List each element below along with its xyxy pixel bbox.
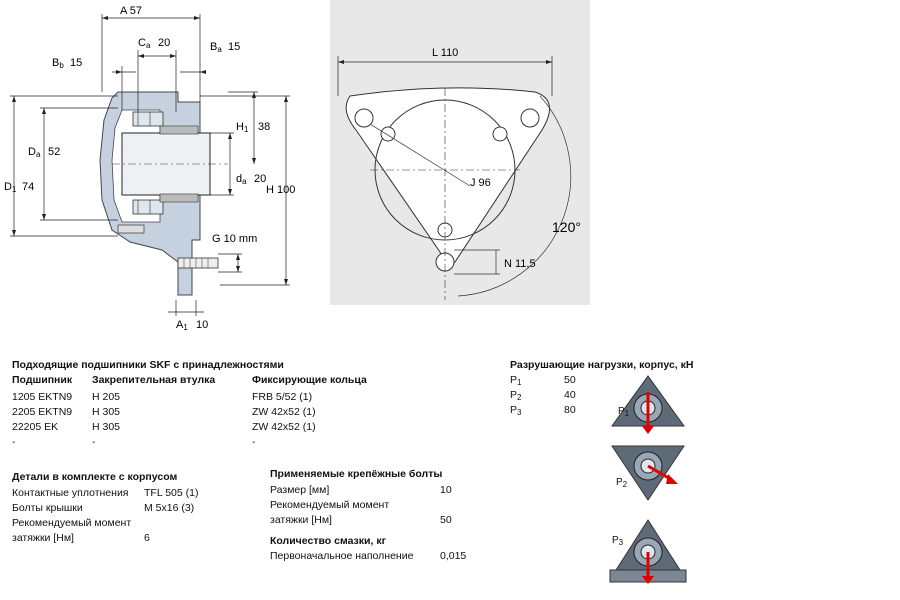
dim-Da-label: Da <box>28 146 41 159</box>
load-value-p2: 40 <box>564 389 576 401</box>
table-cell: H 205 <box>92 391 121 403</box>
grease-initial-value: 0,015 <box>440 550 467 562</box>
table-cell: ZW 42x52 (1) <box>252 421 316 433</box>
table-cell: H 305 <box>92 406 121 418</box>
bearings-title: Подходящие подшипники SKF с принадлежнос… <box>12 359 284 371</box>
table-cell: 1205 EKTN9 <box>12 391 73 403</box>
grease-title: Количество смазки, кг <box>270 535 386 547</box>
bolts-title: Применяемые крепёжные болты <box>270 468 443 480</box>
cover-bolt <box>117 224 145 234</box>
dim-H: H 100 <box>266 184 295 196</box>
dim-G: G 10 mm <box>212 233 257 245</box>
dim-Ca-label: Ca <box>138 37 151 50</box>
bolts-size-label: Размер [мм] <box>270 484 330 496</box>
dim-H1: 38 <box>258 121 270 133</box>
dim-A1: 10 <box>196 319 208 331</box>
table-cell: H 305 <box>92 421 121 433</box>
dim-da: 20 <box>254 173 266 185</box>
table-cell: 22205 EK <box>12 421 59 433</box>
table-cell: - <box>252 436 256 448</box>
load-label-p2: P2 <box>510 389 522 402</box>
table-cell: FRB 5/52 (1) <box>252 391 313 403</box>
dim-Bb-label: Bb <box>52 57 64 70</box>
bearings-col-rings: Фиксирующие кольца <box>252 374 367 386</box>
bearings-col-bearing: Подшипник <box>12 374 73 386</box>
loads-title: Разрушающие нагрузки, корпус, кН <box>510 359 694 371</box>
bolts-torque-label2: затяжки [Нм] <box>270 514 332 526</box>
load-icon-p1 <box>611 375 685 434</box>
table-cell: - <box>12 436 16 448</box>
details-seals-label: Контактные уплотнения <box>12 487 129 499</box>
dim-Ba: 15 <box>228 41 240 53</box>
load-value-p3: 80 <box>564 404 576 416</box>
table-cell: - <box>92 436 96 448</box>
details-torque-label1: Рекомендуемый момент <box>12 517 132 529</box>
dim-D1: 74 <box>22 181 34 193</box>
dim-da-label: da <box>236 173 247 186</box>
dim-L: L 110 <box>432 47 458 59</box>
dim-D1-label: D1 <box>4 181 17 194</box>
dim-angle: 120° <box>552 219 581 235</box>
load-icon-p3 <box>609 519 687 584</box>
details-torque-label2: затяжки [Нм] <box>12 532 74 544</box>
load-label-p3: P3 <box>510 404 522 417</box>
details-torque-value: 6 <box>144 532 150 544</box>
dim-A: A 57 <box>120 5 142 17</box>
top-view-drawing: L 110 J 96 120° N 11,5 <box>330 0 590 305</box>
details-title: Детали в комплекте с корпусом <box>12 471 178 483</box>
details-cover-label: Болты крышки <box>12 502 83 514</box>
dim-Da: 52 <box>48 146 60 158</box>
details-seals-value: TFL 505 (1) <box>144 487 199 499</box>
dim-J: J 96 <box>470 177 491 189</box>
dim-N: N 11,5 <box>504 258 536 270</box>
mounting-bolt <box>177 257 219 269</box>
details-cover-value: M 5x16 (3) <box>144 502 195 514</box>
dim-Ba-label: Ba <box>210 41 222 54</box>
roller-top <box>132 111 164 127</box>
roller-bottom <box>132 199 164 215</box>
load-icon-p2 <box>611 445 685 501</box>
load-label-p1: P1 <box>510 374 522 387</box>
dim-A1-label: A1 <box>176 319 188 332</box>
bolts-torque-value: 50 <box>440 514 452 526</box>
table-cell: ZW 42x52 (1) <box>252 406 316 418</box>
bearings-col-sleeve: Закрепительная втулка <box>92 374 216 386</box>
icon-label-p3: P3 <box>612 535 624 547</box>
dim-Bb: 15 <box>70 57 82 69</box>
grease-initial-label: Первоначальное наполнение <box>270 550 414 562</box>
icon-label-p2: P2 <box>616 477 628 489</box>
cross-section-drawing: A 57 Ca 20 Bb 15 Ba 15 H1 38 Da 52 D1 74… <box>4 5 295 332</box>
dim-H1-label: H1 <box>236 121 249 134</box>
bolts-torque-label1: Рекомендуемый момент <box>270 499 390 511</box>
table-cell: 2205 EKTN9 <box>12 406 73 418</box>
bolts-size-value: 10 <box>440 484 452 496</box>
dim-Ca: 20 <box>158 37 170 49</box>
icon-label-p1: P1 <box>618 406 630 418</box>
load-value-p1: 50 <box>564 374 576 386</box>
